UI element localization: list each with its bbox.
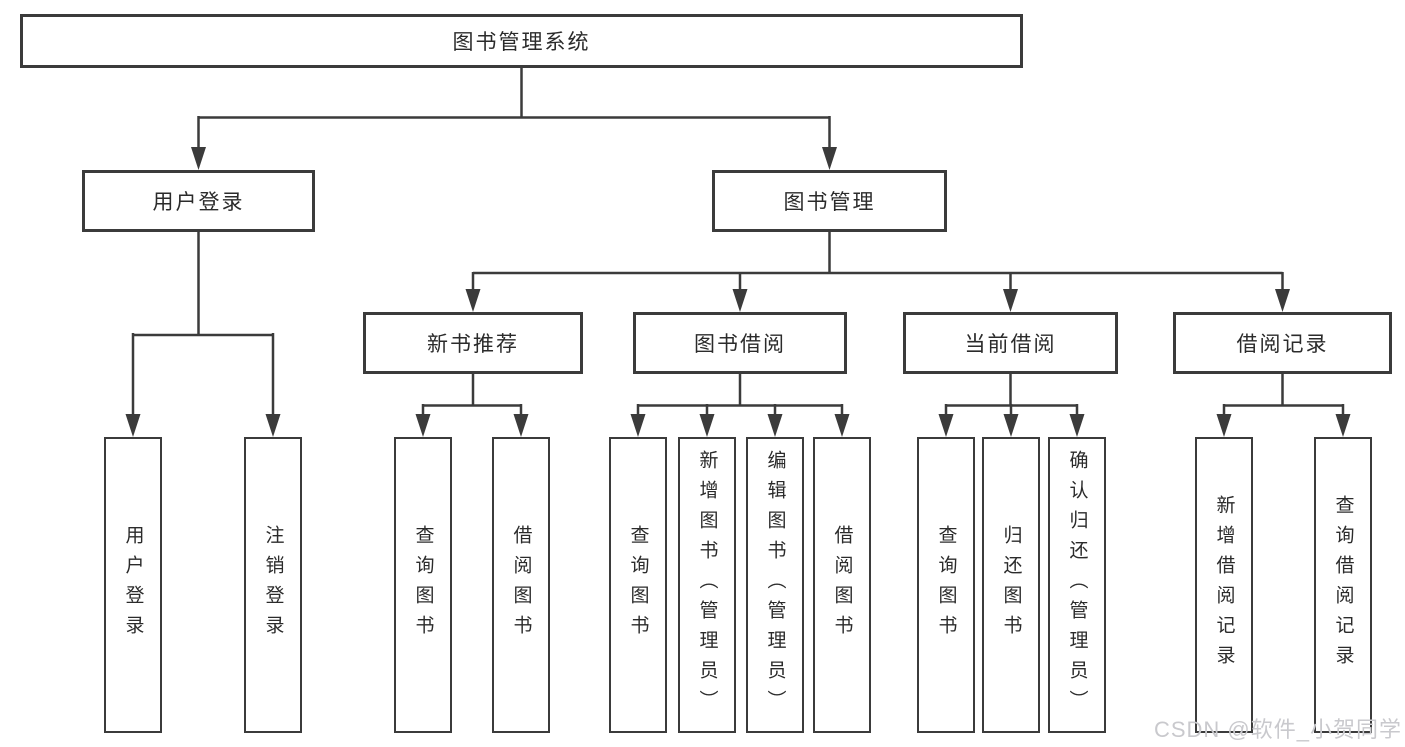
node-label: 新书推荐 — [427, 333, 519, 356]
node-label: 查询借阅记录 — [1332, 495, 1354, 675]
node-label: 新增图书（管理员） — [696, 450, 718, 720]
node-label: 查询图书 — [412, 525, 434, 645]
node-label: 图书借阅 — [694, 333, 786, 356]
leaf-query-books-2: 查询图书 — [609, 437, 667, 733]
node-book-management: 图书管理 — [712, 170, 947, 232]
node-current-borrow: 当前借阅 — [903, 312, 1118, 374]
node-label: 用户登录 — [152, 191, 245, 214]
leaf-query-books-3: 查询图书 — [917, 437, 975, 733]
node-book-borrow: 图书借阅 — [633, 312, 847, 374]
leaf-user-login: 用户登录 — [104, 437, 162, 733]
leaf-logout: 注销登录 — [244, 437, 302, 733]
node-label: 用户登录 — [122, 525, 144, 645]
node-label: 编辑图书（管理员） — [764, 450, 786, 720]
leaf-query-books-1: 查询图书 — [394, 437, 452, 733]
node-label: 借阅图书 — [831, 525, 853, 645]
node-label: 当前借阅 — [964, 333, 1057, 356]
node-label: 借阅记录 — [1236, 333, 1329, 356]
leaf-borrow-books-1: 借阅图书 — [492, 437, 550, 733]
node-new-book-recommend: 新书推荐 — [363, 312, 583, 374]
csdn-watermark: CSDN @软件_小贺同学 — [1153, 717, 1402, 742]
node-user-login: 用户登录 — [82, 170, 315, 232]
node-borrow-records: 借阅记录 — [1173, 312, 1392, 374]
node-label: 查询图书 — [627, 525, 649, 645]
node-label: 图书管理系统 — [452, 31, 591, 54]
node-label: 查询图书 — [935, 525, 957, 645]
node-label: 确认归还（管理员） — [1066, 450, 1088, 720]
leaf-return-books: 归还图书 — [982, 437, 1040, 733]
leaf-borrow-books-2: 借阅图书 — [813, 437, 871, 733]
node-label: 借阅图书 — [510, 525, 532, 645]
node-root-library-system: 图书管理系统 — [20, 14, 1023, 68]
node-label: 新增借阅记录 — [1213, 495, 1235, 675]
leaf-confirm-return-admin: 确认归还（管理员） — [1048, 437, 1106, 733]
leaf-add-borrow-record: 新增借阅记录 — [1195, 437, 1253, 733]
node-label: 图书管理 — [783, 191, 876, 214]
leaf-edit-books-admin: 编辑图书（管理员） — [746, 437, 804, 733]
node-label: 注销登录 — [262, 525, 284, 645]
node-label: 归还图书 — [1000, 525, 1022, 645]
leaf-add-books-admin: 新增图书（管理员） — [678, 437, 736, 733]
leaf-query-borrow-record: 查询借阅记录 — [1314, 437, 1372, 733]
